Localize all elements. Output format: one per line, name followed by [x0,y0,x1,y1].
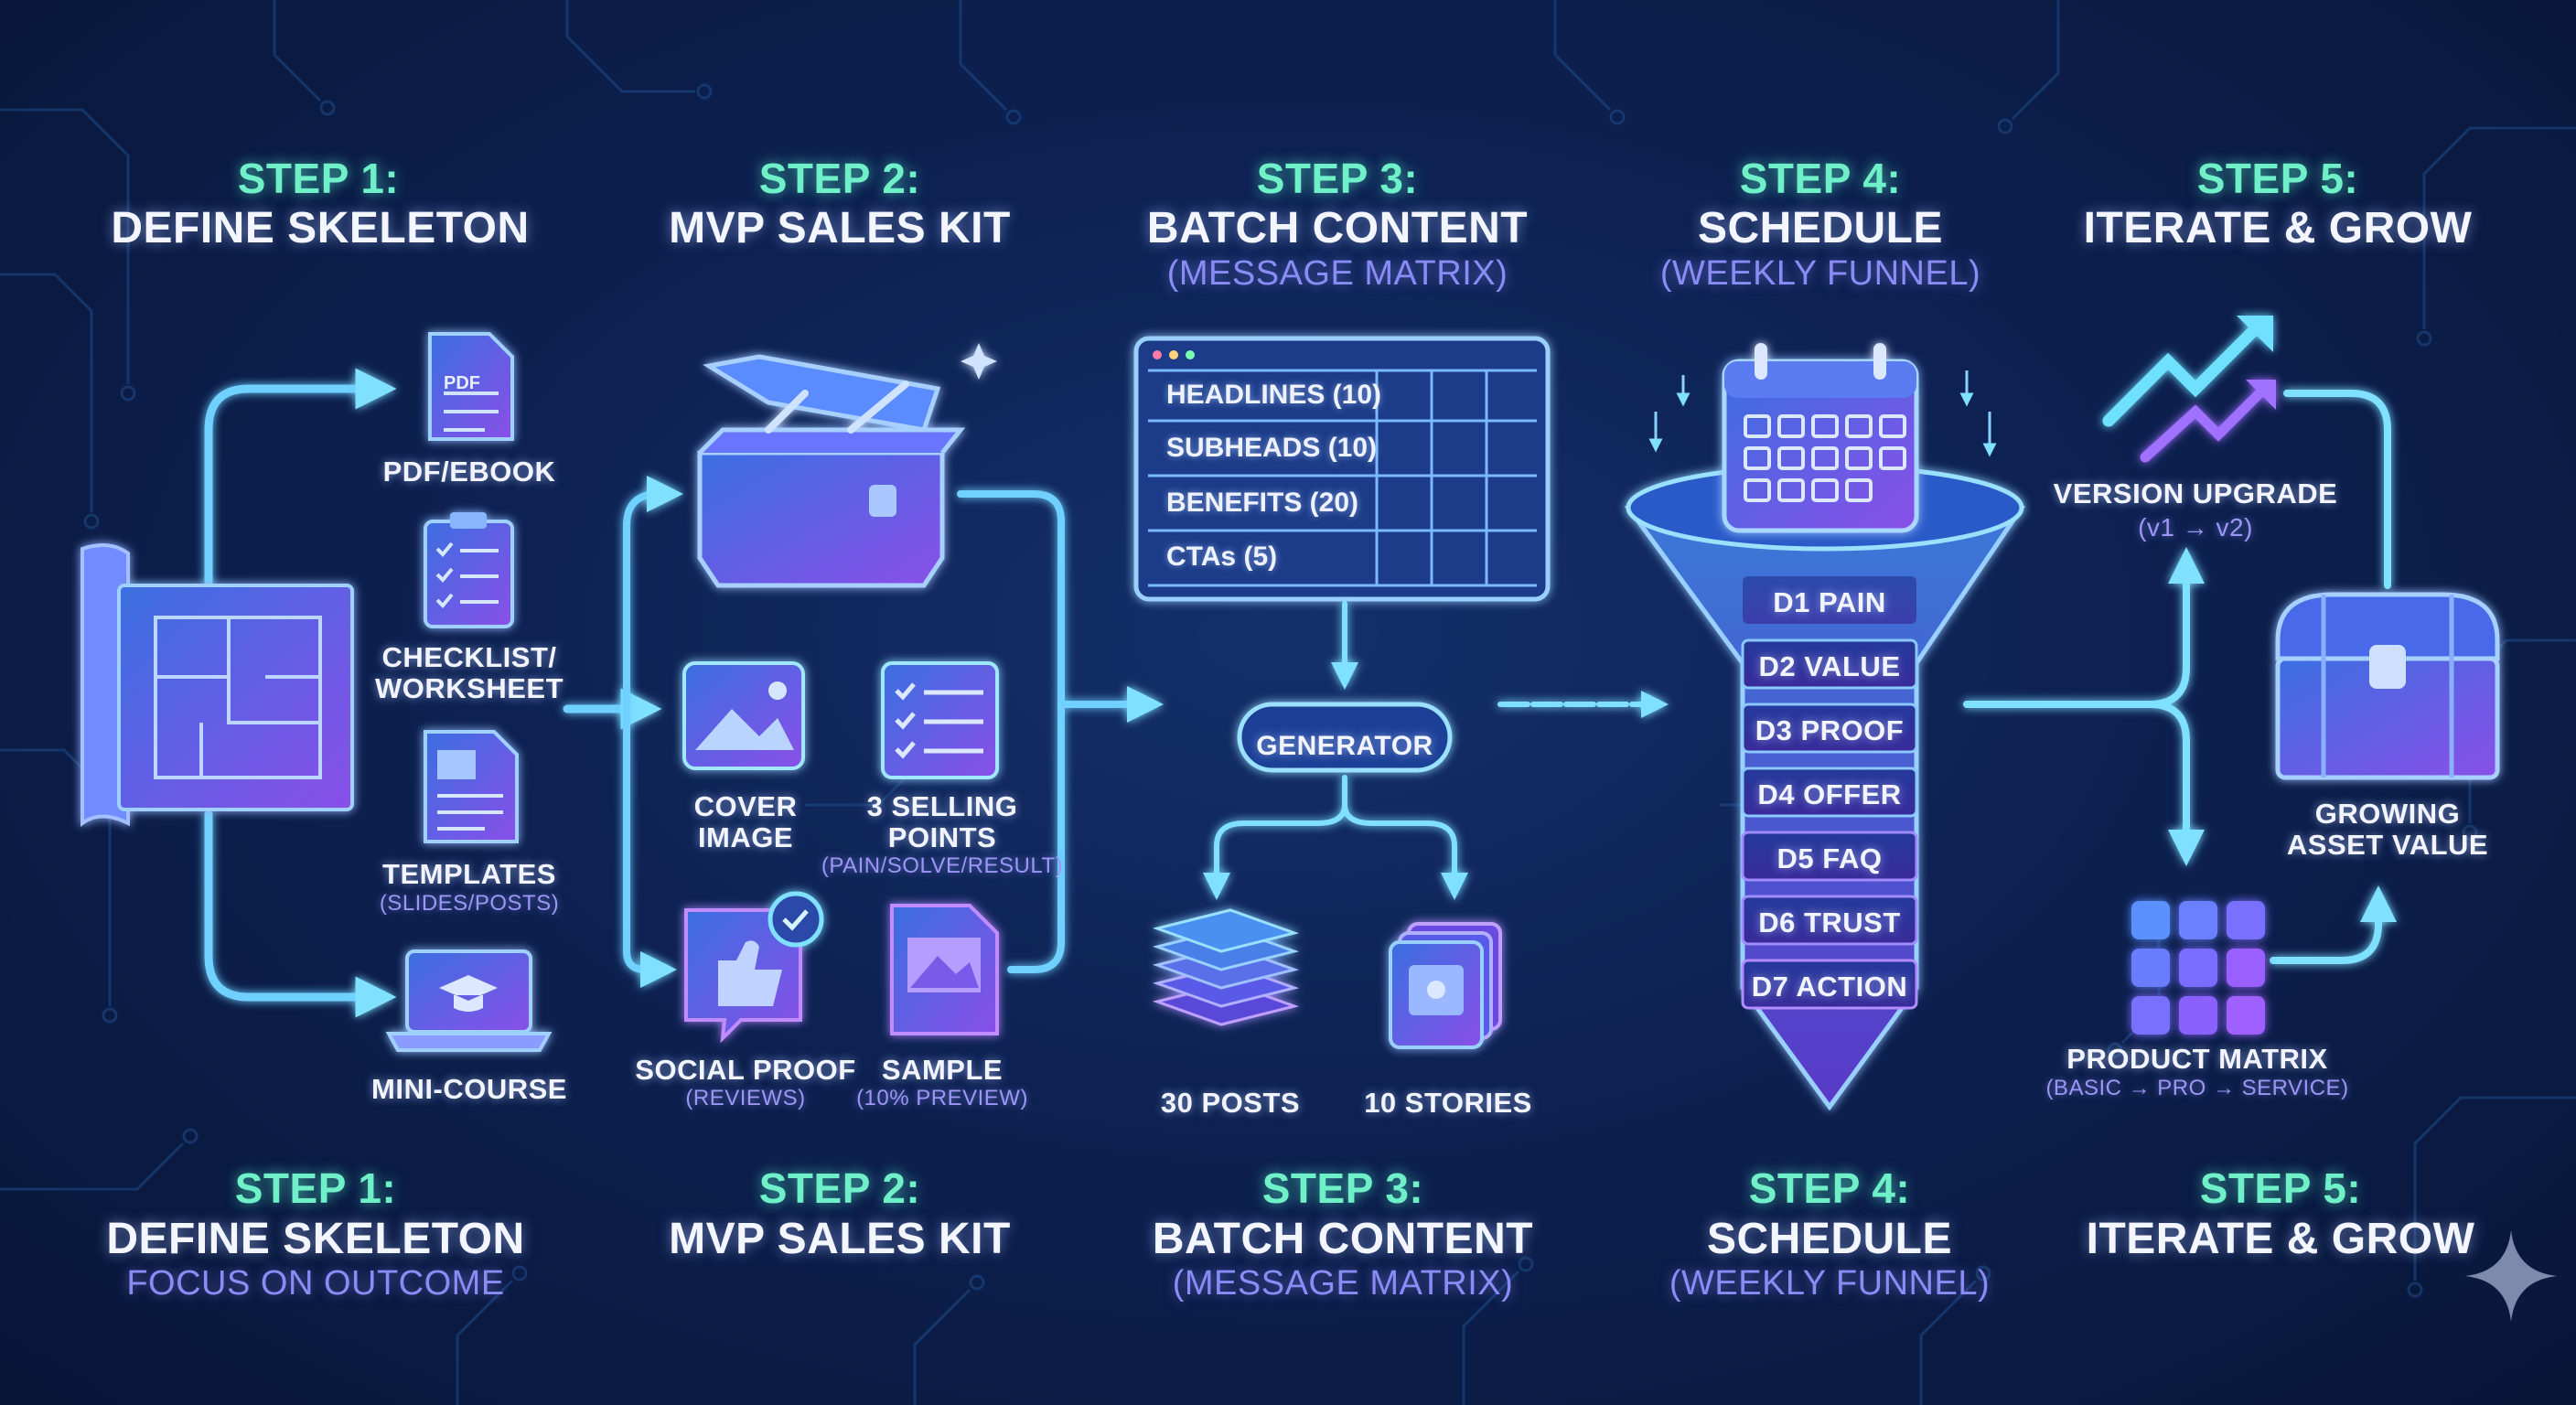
step3-bottom-sub: (MESSAGE MATRIX) [1172,1264,1514,1303]
step4-top-step: STEP 4: [1739,155,1902,202]
product-matrix-note: (BASIC → PRO → SERVICE) [2045,1076,2349,1100]
calendar-icon [1722,343,1919,533]
matrix-row-subheads: SUBHEADS (10) [1166,433,1378,463]
matrix-row-ctas: CTAs (5) [1166,542,1278,572]
social-proof-note: (REVIEWS) [685,1086,806,1110]
step1-branch-lines [204,368,662,1018]
step4-bottom-title: SCHEDULE [1706,1215,1953,1263]
step5-bottom-step: STEP 5: [2199,1164,2362,1212]
matrix-row-benefits: BENEFITS (20) [1166,488,1359,518]
step2-top-title: MVP SALES KIT [669,204,1011,252]
matrix-row-headlines: HEADLINES (10) [1166,380,1382,410]
checklist-worksheet-label: CHECKLIST/ WORKSHEET [375,641,564,704]
step1-bottom-title: DEFINE SKELETON [106,1215,525,1263]
product-grid-icon [2131,901,2265,1035]
step3-top-step: STEP 3: [1256,155,1419,202]
step3-flow-lines [1203,601,1669,900]
funnel-day-2: D2 VALUE [1758,650,1901,682]
step5-bottom-title: ITERATE & GROW [2086,1215,2475,1263]
selling-points-label: 3 SELLING POINTS [866,790,1018,853]
step3-bottom-title: BATCH CONTENT [1152,1215,1534,1263]
selling-points-checklist-icon [881,661,999,779]
treasure-chest-icon [2275,592,2500,780]
step3-top-sub: (MESSAGE MATRIX) [1166,254,1508,293]
step4-bottom-step: STEP 4: [1748,1164,1911,1212]
stories-output-label: 10 STORIES [1364,1087,1532,1119]
post-stack-icon [1152,908,1300,1026]
laptop-graduation-icon [385,949,553,1052]
funnel-day-6: D6 TRUST [1758,906,1901,938]
step1-top-step: STEP 1: [237,155,400,202]
posts-output-label: 30 POSTS [1160,1087,1301,1119]
step4-top-sub: (WEEKLY FUNNEL) [1659,254,1981,293]
template-icon [424,730,519,843]
pdf-icon-text: PDF [444,373,480,393]
story-cards-icon [1389,922,1502,1049]
funnel-stripes [1741,576,1918,1010]
step5-top-title: ITERATE & GROW [2083,204,2473,252]
funnel-day-4: D4 OFFER [1757,778,1902,810]
checklist-icon [424,512,514,628]
funnel-day-1: D1 PAIN [1773,586,1886,618]
selling-points-note: (PAIN/SOLVE/RESULT) [821,853,1064,878]
mini-course-label: MINI-COURSE [371,1073,567,1105]
pdf-document-icon [428,332,514,441]
step1-bottom-sub: FOCUS ON OUTCOME [126,1264,505,1303]
image-icon [682,661,805,770]
step4-top-title: SCHEDULE [1697,204,1944,252]
thumbs-up-review-icon [684,891,824,1044]
funnel-day-3: D3 PROOF [1755,714,1905,746]
trend-arrows-icon [2102,316,2276,463]
version-upgrade-label: VERSION UPGRADE [2053,477,2338,509]
falling-arrows [1648,370,1997,457]
matrix-window-icon [1133,336,1551,602]
generator-pill [1237,702,1453,773]
social-proof-label: SOCIAL PROOF [635,1054,856,1086]
templates-label: TEMPLATES [382,858,556,890]
step2-bottom-step: STEP 2: [758,1164,921,1212]
cover-image-label: COVER IMAGE [693,790,798,853]
generator-label: GENERATOR [1256,731,1433,761]
templates-note: (SLIDES/POSTS) [379,891,560,916]
version-upgrade-note: (v1 → v2) [2138,513,2253,542]
step2-flow-lines [623,476,1164,988]
toolbox-icon [697,343,997,588]
blueprint-icon [80,543,354,827]
step5-flow-lines [1963,390,2397,964]
step2-top-step: STEP 2: [758,155,921,202]
step2-bottom-title: MVP SALES KIT [669,1215,1011,1263]
growing-asset-label: GROWING ASSET VALUE [2286,798,2489,861]
step1-bottom-step: STEP 1: [234,1164,397,1212]
step4-bottom-sub: (WEEKLY FUNNEL) [1669,1264,1991,1303]
funnel-day-5: D5 FAQ [1776,842,1883,874]
sample-document-icon [890,904,999,1035]
step5-top-step: STEP 5: [2196,155,2359,202]
step3-top-title: BATCH CONTENT [1146,204,1529,252]
sample-note: (10% PREVIEW) [856,1086,1028,1110]
pdf-ebook-label: PDF/EBOOK [382,456,556,488]
step3-bottom-step: STEP 3: [1261,1164,1424,1212]
sample-label: SAMPLE [881,1054,1004,1086]
step1-top-title: DEFINE SKELETON [111,204,530,252]
product-matrix-label: PRODUCT MATRIX [2066,1043,2328,1075]
funnel-day-7: D7 ACTION [1751,971,1908,1003]
sparkle-icon [2465,1230,2557,1322]
